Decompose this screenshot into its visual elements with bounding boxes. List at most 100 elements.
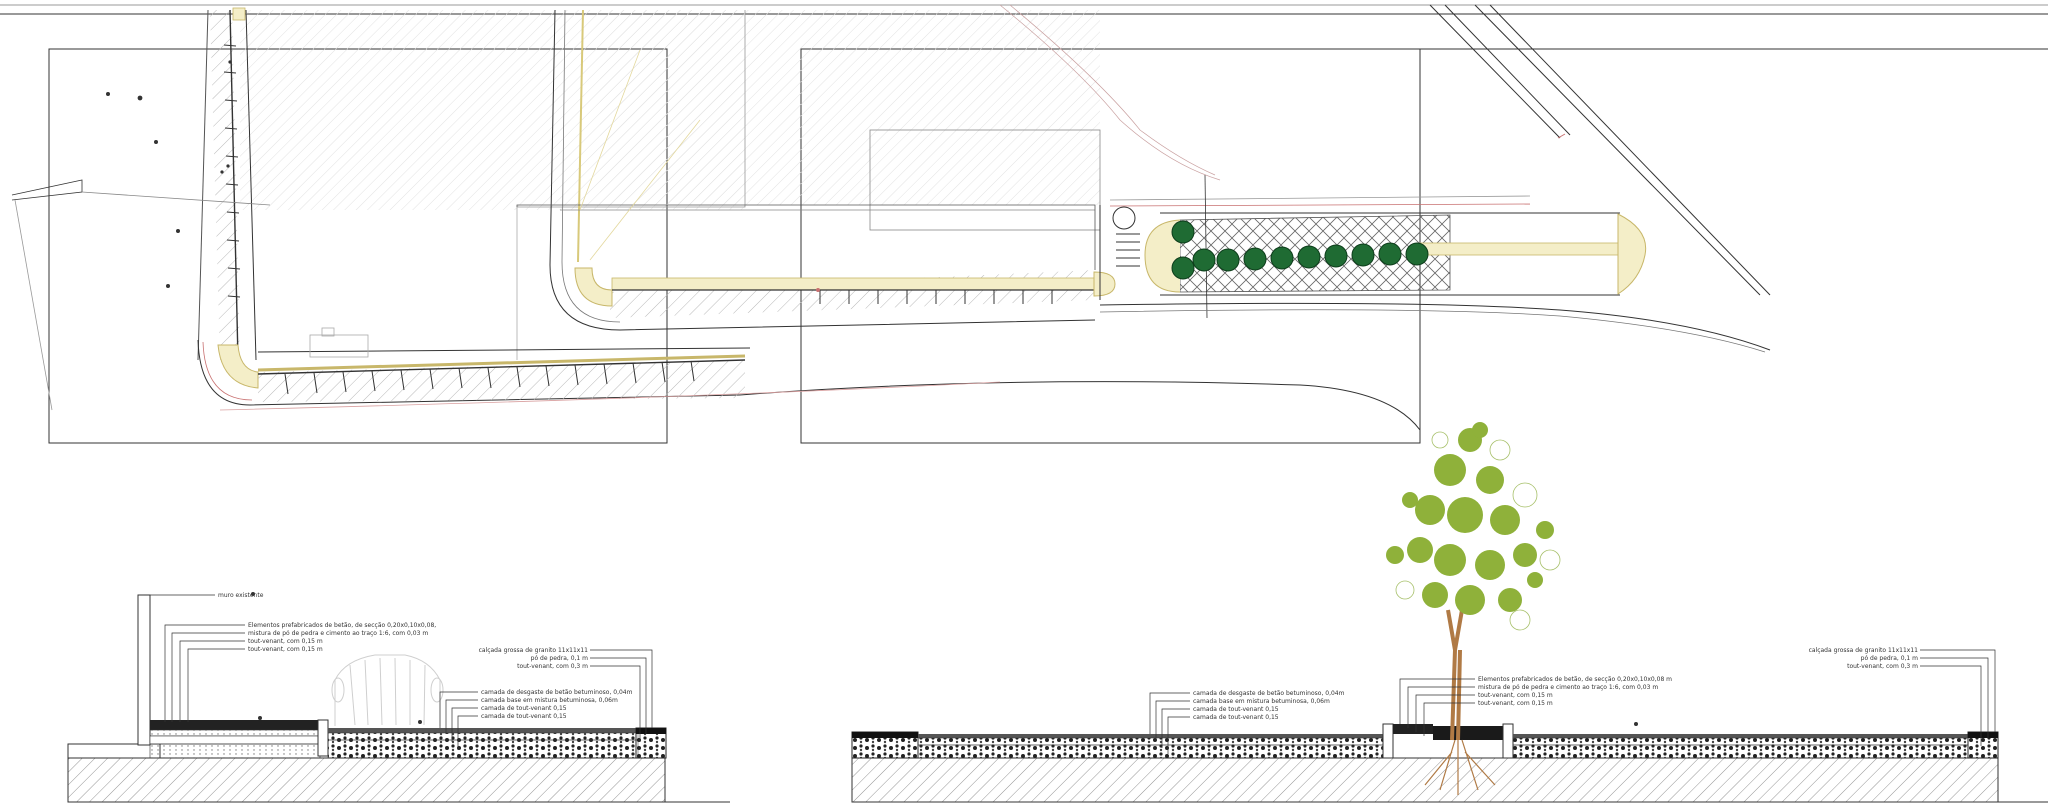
road-subbase-right — [917, 744, 1384, 759]
tree-canopy — [1386, 422, 1554, 615]
left-curb-outer — [197, 9, 209, 361]
level-marker-left-2 — [258, 716, 262, 720]
level-marker-left — [418, 720, 422, 724]
leaders-right-a — [1149, 692, 1190, 754]
road-wearing-left — [328, 728, 638, 733]
cobble-right-left-top — [852, 732, 918, 738]
note-right-b-4: tout-venant, com 0,15 m — [1478, 700, 1553, 707]
parking-ticks-middle — [819, 290, 1053, 304]
section-left: muro existente Elementos pre — [67, 592, 730, 803]
leaders-left-b — [439, 691, 478, 750]
plaza-rounded-end — [1144, 219, 1181, 293]
note-left-b-3: camada de tout-venant 0,15 — [481, 705, 567, 712]
left-horizontal-line — [81, 191, 271, 206]
road-subbase-left — [327, 739, 639, 759]
crosswalk — [1116, 233, 1140, 267]
road-binder-right — [917, 737, 1384, 746]
note-left-c-1: calçada grossa de granito 11x11x11 — [479, 647, 589, 654]
road-subbase-right-2 — [1512, 744, 1969, 759]
middle-road-yellow — [577, 9, 584, 263]
faint-building-outline-2 — [517, 10, 746, 208]
faint-building-outline — [869, 129, 1101, 231]
road-binder-right-2 — [1512, 737, 1969, 746]
middle-pavement-end-left — [574, 267, 613, 307]
small-structure — [309, 334, 369, 358]
leaders-right-c — [1920, 649, 1996, 746]
middle-road-curve — [549, 9, 1096, 331]
plan-view — [0, 4, 2048, 444]
curb-right-2 — [1502, 723, 1514, 759]
leaders-left-a — [164, 624, 245, 722]
faint-sketch-lines — [999, 4, 1221, 181]
earth-fill-left-step — [67, 743, 161, 759]
small-structure-top — [321, 327, 335, 337]
road-curve-left-red — [202, 341, 253, 401]
bottom-pavement-yellow — [257, 354, 746, 372]
note-right-c-1: calçada grossa de granito 11x11x11 — [1809, 647, 1919, 654]
road-wearing-right — [918, 734, 1383, 738]
right-road-curve-2 — [1099, 309, 1766, 353]
note-left-a-1: Elementos prefabricados de betão, de sec… — [248, 622, 436, 629]
section-tree — [1386, 422, 1561, 795]
bottom-curb — [257, 359, 746, 375]
fine-layer-left — [149, 729, 321, 737]
note-right-b-3: tout-venant, com 0,15 m — [1478, 692, 1553, 699]
note-right-b-2: mistura de pó de pedra e cimento ao traç… — [1478, 684, 1658, 691]
tree-trunk — [1446, 609, 1464, 741]
note-left-a-2: mistura de pó de pedra e cimento ao traç… — [248, 630, 428, 637]
middle-building-edge — [516, 204, 1096, 270]
survey-points — [106, 60, 232, 288]
base-layer-left — [149, 735, 321, 745]
level-marker-right — [1634, 722, 1638, 726]
plaza-trees — [1171, 220, 1429, 280]
middle-pavement-strip — [611, 277, 1095, 291]
note-right-a-1: camada de desgaste de betão betuminoso, … — [1193, 690, 1345, 697]
note-left-a-4: tout-venant, com 0,15 m — [248, 646, 323, 653]
existing-wall — [137, 594, 151, 746]
curb-right-1 — [1382, 723, 1394, 759]
faint-yellow-lines — [579, 49, 701, 261]
note-right-a-3: camada de tout-venant 0,15 — [1193, 706, 1279, 713]
bottom-edge — [257, 347, 751, 353]
sub-layer-left — [149, 743, 321, 759]
cobble-top-left — [636, 728, 666, 734]
left-offsheet-line — [11, 179, 83, 201]
left-inner-edge — [245, 9, 257, 361]
parking-ticks-left — [223, 44, 241, 298]
wall-label-dot — [251, 592, 255, 596]
note-right-a-2: camada base em mistura betuminosa, 0,06m — [1193, 698, 1330, 705]
middle-sidewalk — [610, 270, 1095, 318]
marker-red — [816, 288, 820, 292]
curb-left — [317, 719, 329, 757]
tree-pit-soil — [1433, 726, 1503, 740]
note-left-b-4: camada de tout-venant 0,15 — [481, 713, 567, 720]
diagonal-rails — [1429, 4, 1771, 296]
vertical-guide-line — [1204, 174, 1208, 319]
roundabout-marker — [1112, 206, 1136, 230]
bottom-road-curve-red — [219, 381, 1001, 411]
section-right: camada de desgaste de betão betuminoso, … — [258, 422, 2048, 803]
road-wearing-right-2 — [1513, 734, 1968, 738]
middle-road-curve-2 — [561, 9, 621, 323]
walkway-strip — [1419, 242, 1621, 256]
note-left-b-2: camada base em mistura betuminosa, 0,06m — [481, 697, 618, 704]
earth-fill-left — [67, 757, 666, 803]
middle-pavement-end-right — [1093, 271, 1116, 297]
tree-canopy-outline — [1395, 431, 1561, 631]
plaza-outline-top-3 — [1109, 203, 1531, 207]
gravel-layer-left — [150, 720, 320, 730]
walkway-end — [1617, 213, 1647, 295]
parking-ticks-bottom — [284, 360, 695, 395]
note-left-c-2: pó de pedra, 0,1 m — [531, 655, 589, 662]
road-binder-left — [327, 732, 639, 741]
plaza-outline-top-2 — [1109, 195, 1531, 201]
tree-pit-edge-left — [1393, 724, 1433, 734]
note-left-a-3: tout-venant, com 0,15 m — [248, 638, 323, 645]
note-right-a-4: camada de tout-venant 0,15 — [1193, 714, 1279, 721]
road-curve-left — [197, 339, 741, 406]
left-diagonal-line — [14, 199, 53, 411]
left-top-pavement — [232, 7, 246, 21]
note-right-b-1: Elementos prefabricados de betão, de sec… — [1478, 676, 1672, 683]
faint-building-area-2 — [600, 10, 1100, 205]
